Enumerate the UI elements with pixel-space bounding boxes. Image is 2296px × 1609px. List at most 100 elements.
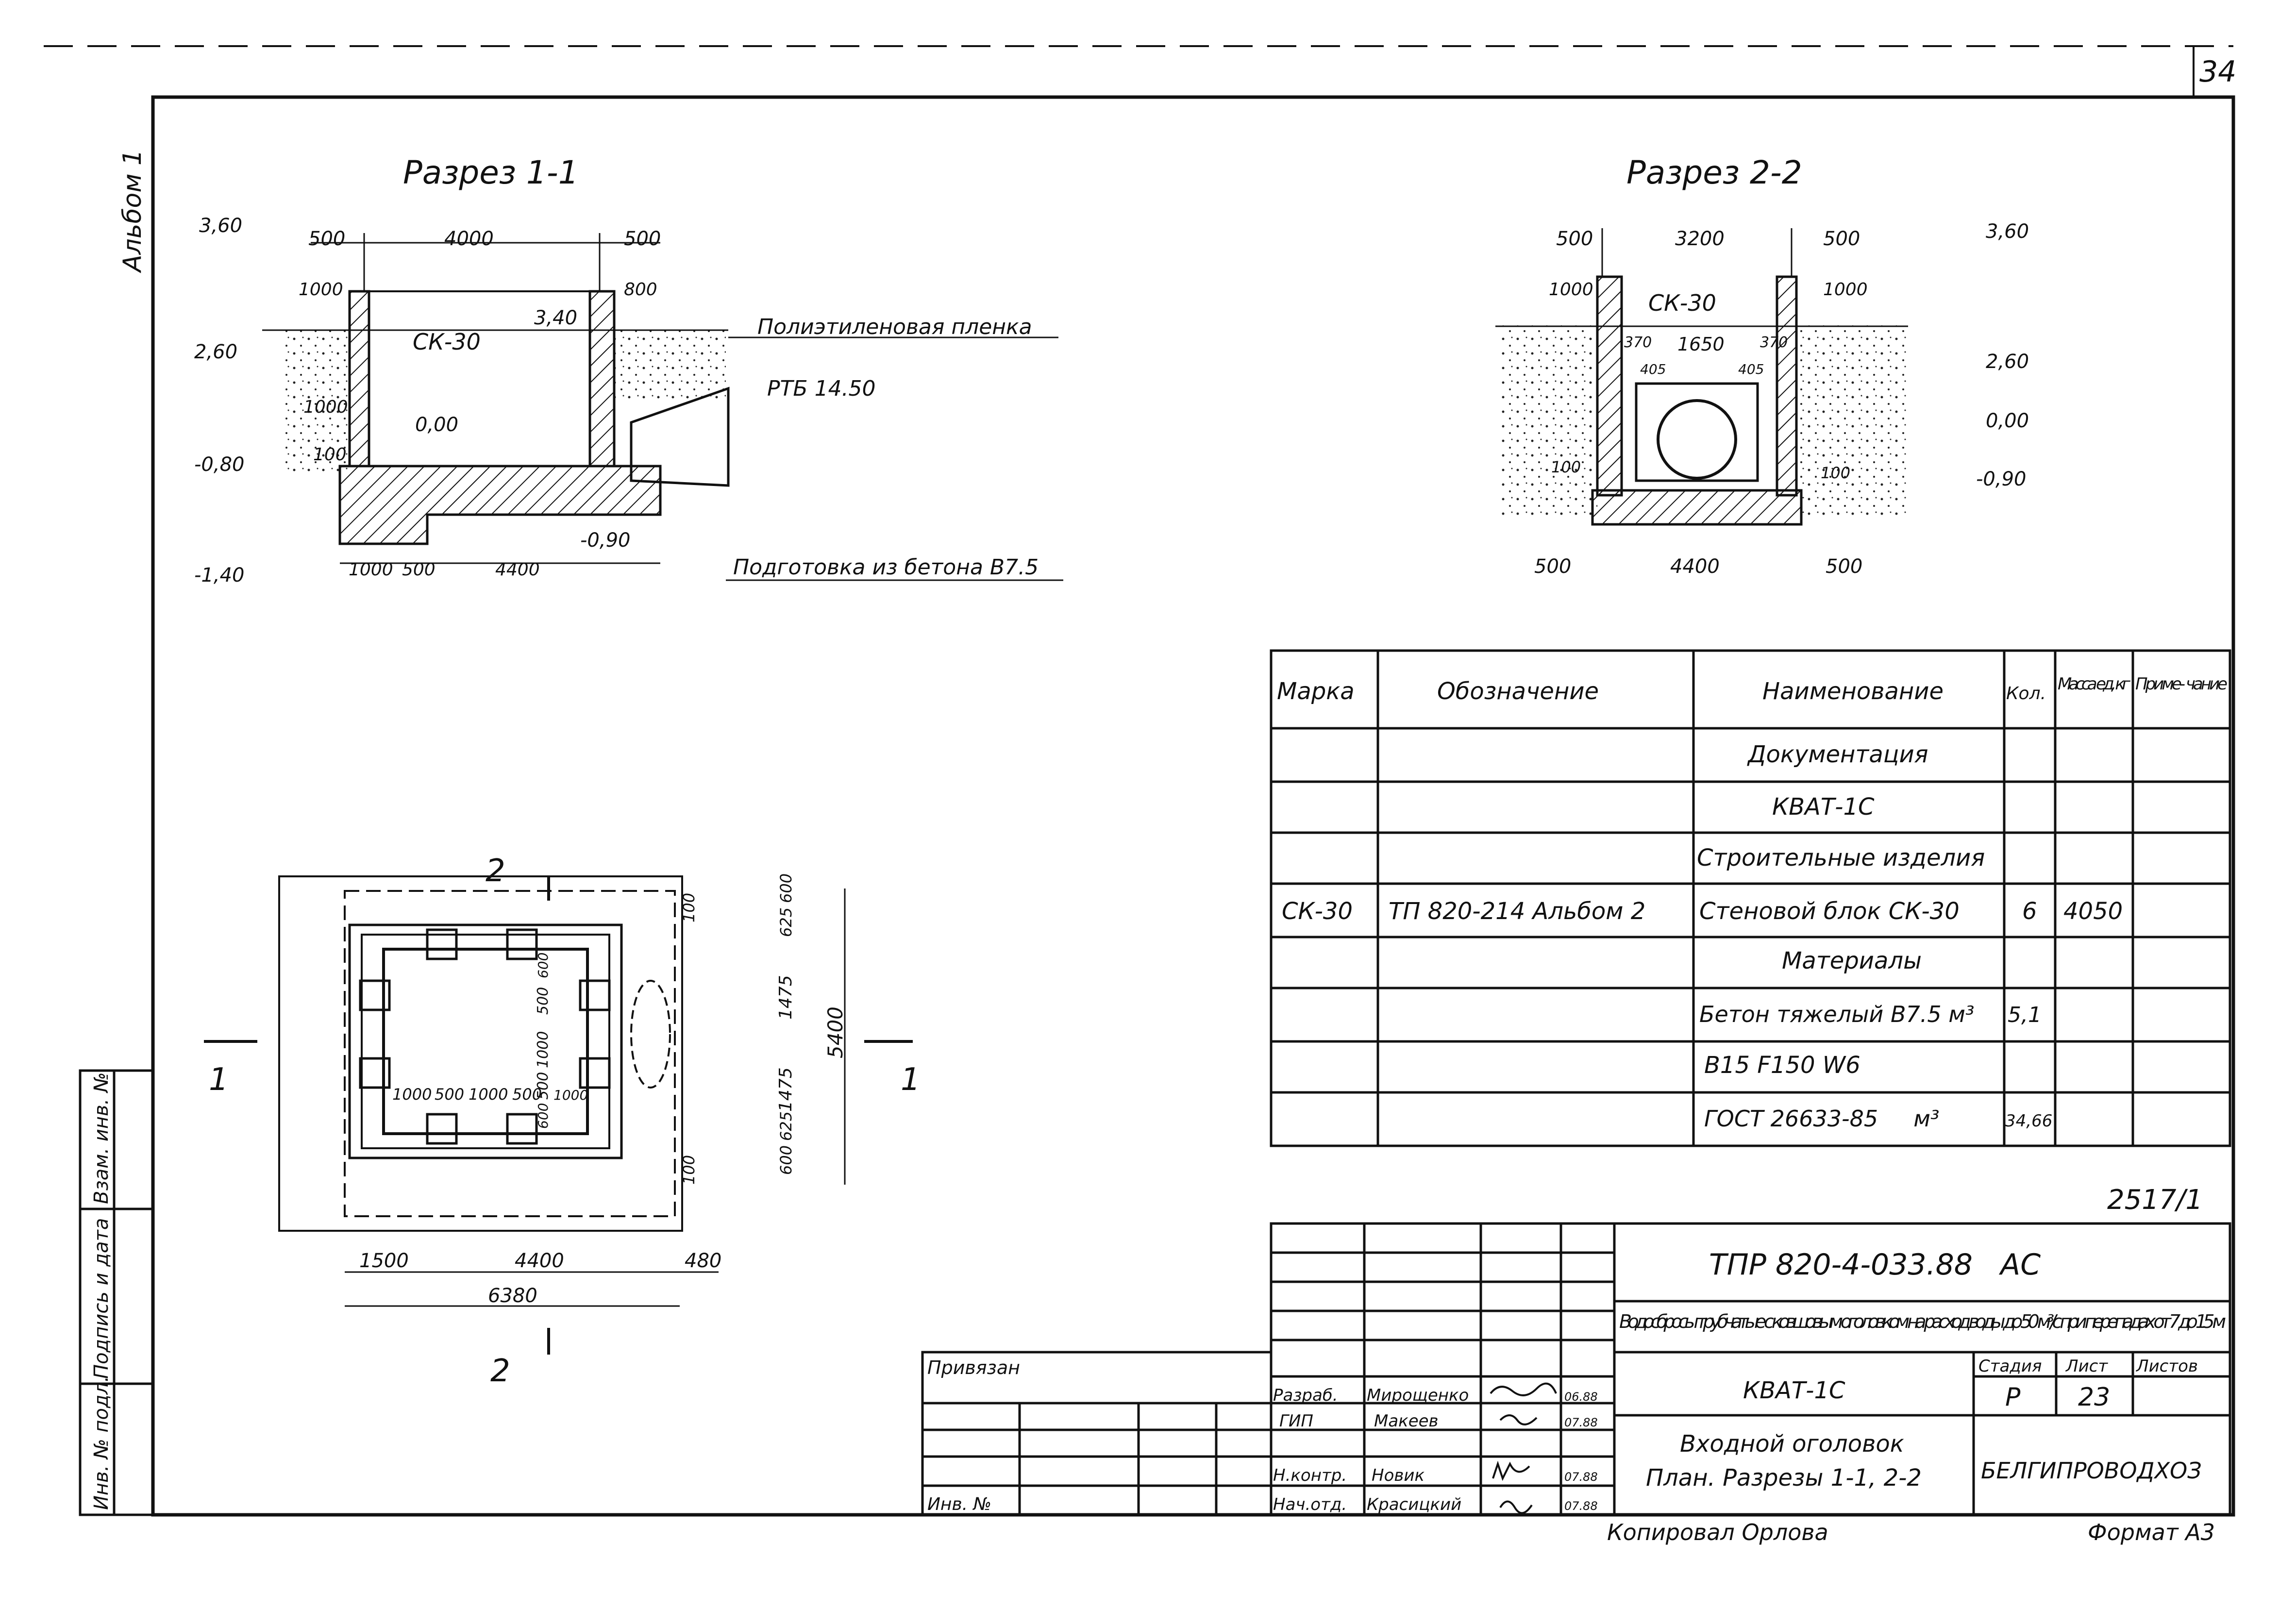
plan-dim-bottom-4: 6380 bbox=[488, 1285, 537, 1307]
section-2-2: Разрез 2-2 3,60 2,60 0,00 -0,90 500 3200… bbox=[1495, 154, 2029, 578]
name-krasitsky: Красицкий bbox=[1367, 1495, 1461, 1514]
stamp-podpis: Подпись и дата bbox=[90, 1218, 113, 1379]
soil-left bbox=[282, 328, 350, 473]
section-1-1: Разрез 1-1 3,60 2,60 -0,80 -1,40 3,40 0,… bbox=[194, 154, 1063, 587]
role-gip: ГИП bbox=[1279, 1411, 1313, 1431]
base-slab-2 bbox=[1591, 489, 1803, 526]
spec-header-oboznachenie: Обозначение bbox=[1437, 678, 1599, 705]
title-block bbox=[921, 1222, 2231, 1516]
s2-level-260: 2,60 bbox=[1986, 351, 2029, 373]
s1-dim-side-2: 800 bbox=[624, 280, 657, 300]
album-label: Альбом 1 bbox=[118, 150, 147, 273]
plan-dim-right-1: 100 bbox=[680, 893, 698, 922]
plan-dim-inner-8: 600 bbox=[535, 953, 551, 978]
s1-block-label: СК-30 bbox=[413, 329, 481, 355]
s2-dim-top-2: 3200 bbox=[1675, 228, 1725, 250]
spec-row-4-designation: ТП 820-214 Альбом 2 bbox=[1389, 898, 1645, 925]
s1-level-360: 3,60 bbox=[199, 215, 242, 237]
cut-label-1-left: 1 bbox=[209, 1062, 229, 1098]
s2-dim-inner-1: 370 bbox=[1624, 334, 1652, 351]
sheet-title-1: Входной оголовок bbox=[1680, 1430, 1904, 1458]
plan-dim-inner-7: 500 bbox=[535, 1072, 552, 1100]
s2-level-090: -0,90 bbox=[1976, 468, 2027, 490]
s1-dim-top-1: 500 bbox=[308, 228, 345, 250]
spec-header-primechanie: Приме- чание bbox=[2135, 674, 2228, 694]
spec-row-7-name: В15 F150 W6 bbox=[1704, 1052, 1860, 1079]
plan-dim-inner-6: 1000 bbox=[535, 1031, 552, 1068]
privyazan-label: Привязан bbox=[927, 1357, 1020, 1378]
s1-dim-bottom-2: 500 bbox=[402, 560, 436, 580]
sheet-title-2: План. Разрезы 1-1, 2-2 bbox=[1646, 1464, 1922, 1492]
spec-row-8-name: ГОСТ 26633-85 м³ bbox=[1704, 1106, 1939, 1132]
s1-dim-top-3: 500 bbox=[624, 228, 661, 250]
s2-dim-bottom-3: 500 bbox=[1826, 555, 1862, 578]
role-nachotd: Нач.отд. bbox=[1273, 1495, 1347, 1514]
wall-left-2 bbox=[1596, 275, 1623, 497]
base-slab bbox=[338, 465, 662, 545]
plan-dim-right-5: 1475 bbox=[776, 1067, 796, 1112]
spec-row-5-name: Материалы bbox=[1782, 947, 1922, 974]
s2-dim-bottom-1: 500 bbox=[1534, 555, 1571, 578]
plan-dim-inner-3: 1000 bbox=[469, 1085, 508, 1104]
plan-dim-right-6: 600 bbox=[777, 1145, 795, 1175]
plan-dim-inner-5: 500 bbox=[535, 987, 552, 1015]
plan-dim-right-2: 625 bbox=[777, 907, 795, 937]
spec-header-naimenovanie: Наименование bbox=[1762, 678, 1944, 705]
plan-dim-inner-9: 600 bbox=[535, 1103, 551, 1129]
signature-2 bbox=[1499, 1414, 1538, 1425]
plan-dim-right-8: 100 bbox=[680, 1155, 698, 1185]
s2-level-360: 3,60 bbox=[1986, 220, 2029, 243]
signature-3 bbox=[1492, 1460, 1530, 1481]
s1-level-000: 0,00 bbox=[415, 414, 458, 436]
spec-header-kol: Кол. bbox=[2006, 684, 2046, 704]
date-3: 07.88 bbox=[1564, 1470, 1598, 1484]
plan-dim-bottom-1: 1500 bbox=[359, 1250, 409, 1272]
wall-right-2 bbox=[1776, 275, 1798, 497]
plan-dim-right-3: 600 bbox=[777, 873, 795, 903]
inlet-box bbox=[1635, 382, 1759, 482]
stage-value: Р bbox=[2005, 1383, 2021, 1412]
spec-row-4-mark: СК-30 bbox=[1282, 898, 1353, 925]
wall-right bbox=[588, 290, 616, 468]
inv-label: Инв. № bbox=[927, 1494, 991, 1514]
s1-dim-side-3: 1000 bbox=[303, 397, 348, 417]
plan-dim-inner-1: 1000 bbox=[392, 1085, 432, 1104]
name-novik: Новик bbox=[1372, 1466, 1425, 1485]
doc-description: Водосбросы трубчатые с ковшовым оголовко… bbox=[1619, 1311, 2226, 1332]
footer-format: Формат А3 bbox=[2088, 1519, 2215, 1545]
s1-level-340: 3,40 bbox=[534, 307, 577, 329]
s1-level-080: -0,80 bbox=[194, 453, 245, 476]
s2-dim-side-2: 1000 bbox=[1823, 280, 1868, 300]
s1-dim-bottom-3: 4400 bbox=[495, 560, 540, 580]
plan-dim-inner-10: 1000 bbox=[553, 1087, 588, 1103]
plan-dim-right-7: 625 bbox=[777, 1111, 795, 1141]
plan-dim-right-4: 1475 bbox=[776, 975, 796, 1020]
s1-callout-base: Подготовка из бетона В7.5 bbox=[733, 555, 1039, 580]
plan-dim-bottom-3: 480 bbox=[685, 1250, 721, 1272]
cut-label-2-bottom: 2 bbox=[490, 1353, 510, 1389]
spec-row-4-name: Стеновой блок СК-30 bbox=[1699, 898, 1960, 925]
plan-view: 2 1 1 2 100 625 600 1475 1475 600 625 10… bbox=[204, 853, 921, 1389]
s2-dim-inner-3: 370 bbox=[1760, 334, 1788, 351]
role-razrab: Разраб. bbox=[1273, 1386, 1338, 1405]
spec-row-2-name: КВАТ-1С bbox=[1772, 793, 1875, 821]
signature-4 bbox=[1499, 1500, 1533, 1514]
stamp-vzam: Взам. инв. № bbox=[90, 1072, 113, 1204]
s2-dim-inner-5: 405 bbox=[1738, 361, 1764, 377]
spec-row-3-name: Строительные изделия bbox=[1697, 844, 1985, 872]
s1-dim-side-4: 100 bbox=[313, 445, 347, 465]
side-stamp bbox=[79, 1069, 154, 1516]
role-nkontr: Н.контр. bbox=[1273, 1466, 1347, 1485]
spec-header-marka: Марка bbox=[1277, 678, 1355, 705]
s2-dim-side-4: 100 bbox=[1821, 464, 1850, 482]
soil-left-2 bbox=[1500, 325, 1597, 520]
sheet-number: 34 bbox=[2199, 55, 2236, 89]
s2-block-label: СК-30 bbox=[1648, 290, 1716, 316]
plan-dim-inner-4: 500 bbox=[512, 1085, 542, 1104]
signature-1 bbox=[1490, 1382, 1557, 1396]
sheet-value: 23 bbox=[2078, 1383, 2110, 1412]
plan-dim-right-9: 5400 bbox=[823, 1006, 847, 1058]
sheet-label: Лист bbox=[2065, 1357, 2108, 1376]
spec-row-6-qty: 5,1 bbox=[2008, 1003, 2042, 1027]
